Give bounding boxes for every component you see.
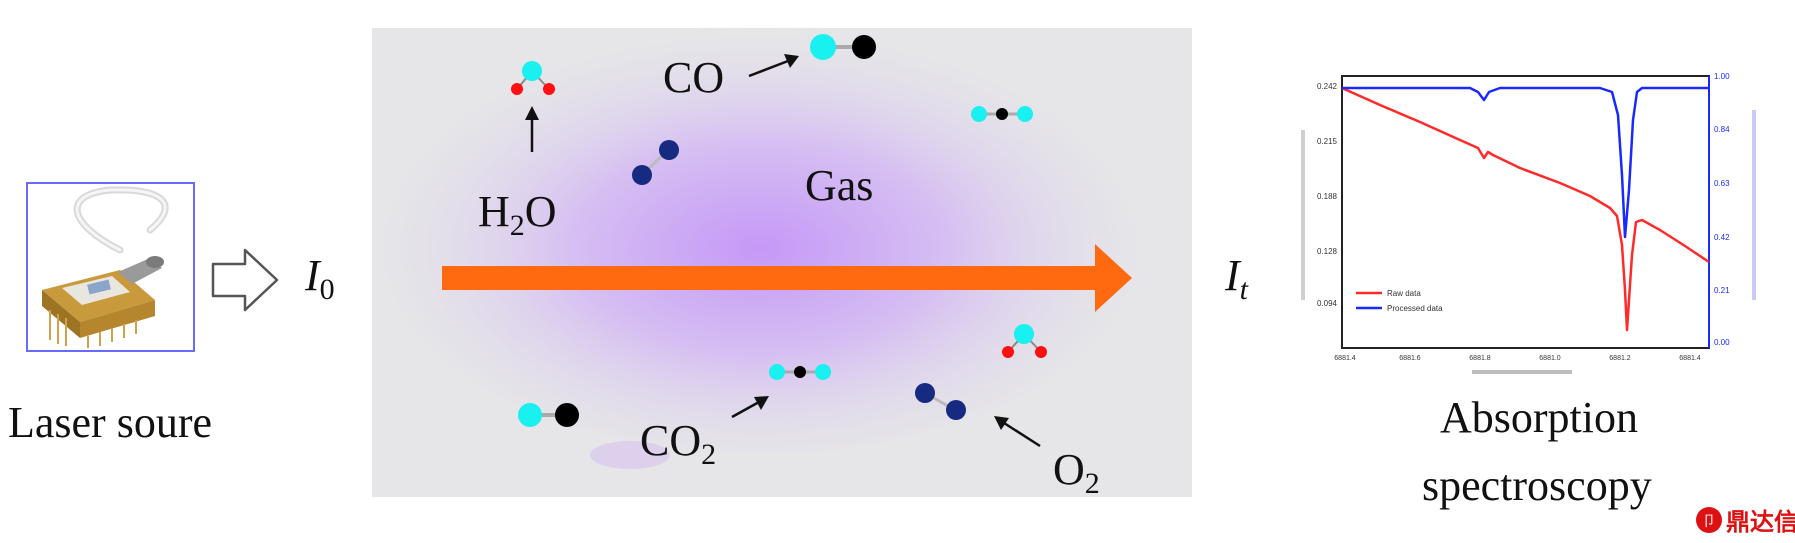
plot-legend: Raw data Processed data (1356, 289, 1443, 313)
laser-beam (442, 244, 1132, 312)
hollow-arrow-icon (211, 248, 279, 312)
co-molecule-icon (810, 34, 876, 60)
bottom-axis-ticks: 6881.4 6881.6 6881.8 6881.0 6881.2 6881.… (1334, 355, 1701, 362)
svg-text:0.094: 0.094 (1317, 299, 1338, 308)
raw-data-curve (1341, 86, 1710, 332)
svg-text:卩: 卩 (1702, 514, 1716, 530)
co2-molecule-icon-upper (971, 106, 1033, 122)
plot-frame (1341, 75, 1710, 349)
absorption-label-line1: Absorption (1440, 393, 1638, 442)
laser-source (26, 182, 195, 352)
svg-text:6881.6: 6881.6 (1399, 355, 1421, 362)
co-pointer-arrow (748, 54, 799, 78)
absorption-spectrum-plot: 0.242 0.215 0.188 0.128 0.094 1.00 0.84 … (1301, 72, 1756, 374)
svg-text:6881.0: 6881.0 (1539, 355, 1561, 362)
svg-text:1.00: 1.00 (1714, 72, 1730, 81)
watermark-logo: 卩 鼎达信 (1696, 507, 1795, 536)
svg-text:0.188: 0.188 (1317, 192, 1338, 201)
processed-data-curve (1342, 86, 1709, 239)
h2o-molecule-icon (511, 61, 555, 95)
o2-molecule-icon-lower (915, 383, 966, 420)
svg-text:6881.8: 6881.8 (1469, 355, 1491, 362)
o2-label: O2 (1053, 445, 1100, 500)
co2-pointer-arrow (731, 396, 769, 419)
svg-text:6881.4: 6881.4 (1679, 355, 1701, 362)
h2o-label: H2O (478, 187, 557, 242)
legend-processed-label: Processed data (1387, 304, 1443, 313)
left-axis-ticks: 0.242 0.215 0.188 0.128 0.094 (1317, 82, 1338, 308)
legend-raw-label: Raw data (1387, 289, 1421, 298)
svg-text:0.128: 0.128 (1317, 247, 1338, 256)
o2-molecule-icon-upper (632, 140, 679, 185)
svg-text:6881.2: 6881.2 (1609, 355, 1631, 362)
svg-text:0.00: 0.00 (1714, 338, 1730, 347)
gas-glow (380, 25, 1140, 455)
svg-text:6881.4: 6881.4 (1334, 355, 1356, 362)
o2-pointer-arrow (994, 416, 1041, 448)
output-intensity-label: It (1224, 251, 1249, 306)
svg-text:0.242: 0.242 (1317, 82, 1338, 91)
watermark-text: 鼎达信 (1726, 508, 1795, 536)
svg-text:0.84: 0.84 (1714, 125, 1730, 134)
co-molecule-icon-lower (518, 403, 579, 427)
absorption-label-line2: spectroscopy (1422, 461, 1652, 510)
laser-source-label: Laser soure (8, 398, 212, 447)
svg-text:0.42: 0.42 (1714, 233, 1730, 242)
right-axis-ticks: 1.00 0.84 0.63 0.42 0.21 0.00 (1714, 72, 1730, 347)
gas-chamber (372, 25, 1192, 497)
h2o-molecule-icon-lower (1002, 324, 1047, 358)
co2-label: CO2 (640, 416, 716, 471)
svg-text:0.63: 0.63 (1714, 179, 1730, 188)
svg-text:0.21: 0.21 (1714, 286, 1730, 295)
input-intensity-label: I0 (304, 251, 335, 306)
svg-text:0.215: 0.215 (1317, 137, 1338, 146)
co-label: CO (663, 53, 724, 102)
h2o-pointer-arrow (525, 106, 539, 152)
co2-molecule-icon-lower (769, 364, 831, 380)
laser-module-icon (42, 256, 164, 348)
gas-label: Gas (805, 161, 873, 210)
